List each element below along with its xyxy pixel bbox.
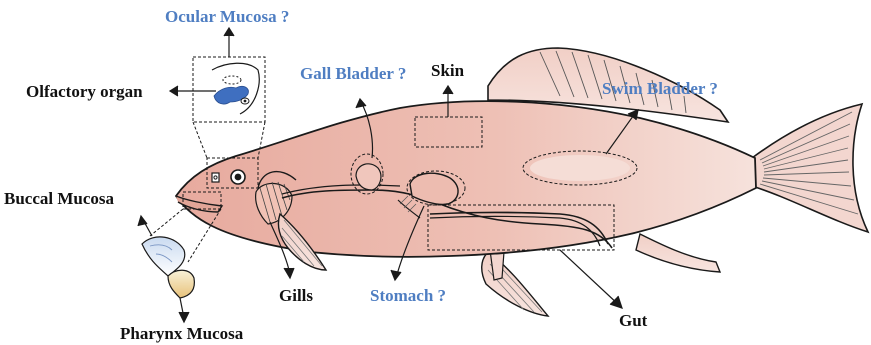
ocular-mucosa-label: Ocular Mucosa ?: [165, 8, 289, 25]
gut-arrow: [560, 250, 620, 306]
inset-connector-left: [193, 122, 207, 158]
olfactory-inset: [212, 63, 259, 114]
fish-body: [176, 101, 756, 257]
gall-bladder-label: Gall Bladder ?: [300, 65, 406, 82]
pharynx-mucosa-illustration: [168, 270, 194, 298]
olfactory-organ-label: Olfactory organ: [26, 83, 143, 100]
stomach-label: Stomach ?: [370, 287, 446, 304]
gut-label: Gut: [619, 312, 647, 329]
pharynx-mucosa-label: Pharynx Mucosa: [120, 325, 243, 342]
skin-label: Skin: [431, 62, 464, 79]
buccal-mucosa-label: Buccal Mucosa: [4, 190, 114, 207]
buccal-connector-left: [150, 209, 183, 236]
swim-bladder-label: Swim Bladder ?: [602, 80, 718, 97]
anal-fin: [636, 234, 720, 272]
swim-bladder-organ: [530, 155, 630, 181]
nostril: [212, 173, 219, 182]
eye-pupil: [235, 174, 242, 181]
gills-label: Gills: [279, 287, 313, 304]
